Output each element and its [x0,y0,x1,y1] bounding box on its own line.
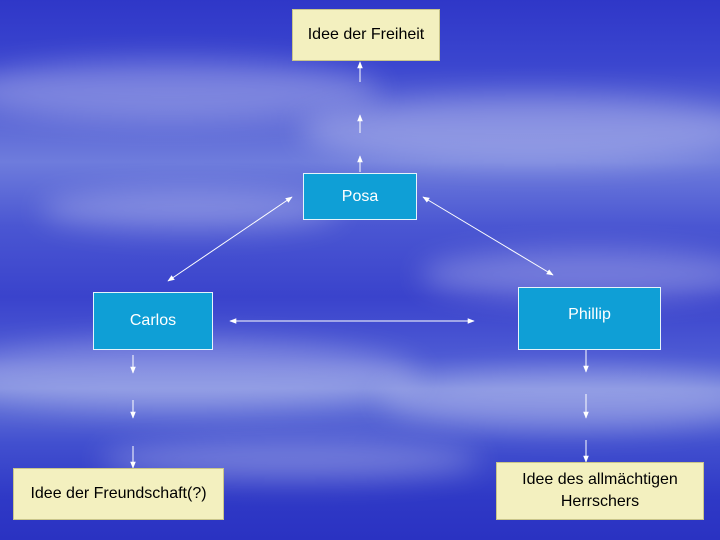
arrow-posa-carlos [167,196,293,282]
node-idee-freundschaft: Idee der Freundschaft(?) [13,468,224,520]
node-idee-herrscher-label-line1: Idee des allmächtigen [522,471,678,488]
node-phillip: Phillip [518,287,661,350]
node-idee-freundschaft-label: Idee der Freundschaft(?) [30,485,207,502]
node-idee-freiheit: Idee der Freiheit [292,9,440,61]
cloud [380,370,720,430]
node-idee-herrscher-label-line2: Herrschers [560,493,640,510]
arrow-posa-phillip [422,196,554,276]
node-posa: Posa [303,173,417,220]
node-carlos: Carlos [93,292,213,350]
node-idee-herrscher: Idee des allmächtigen Herrschers [496,462,704,520]
cloud [0,60,380,120]
node-phillip-label: Phillip [568,305,611,323]
node-posa-label: Posa [341,187,379,205]
node-carlos-label: Carlos [129,312,177,329]
cloud [0,340,420,410]
node-idee-freiheit-label: Idee der Freiheit [307,26,425,43]
cloud [300,95,720,165]
